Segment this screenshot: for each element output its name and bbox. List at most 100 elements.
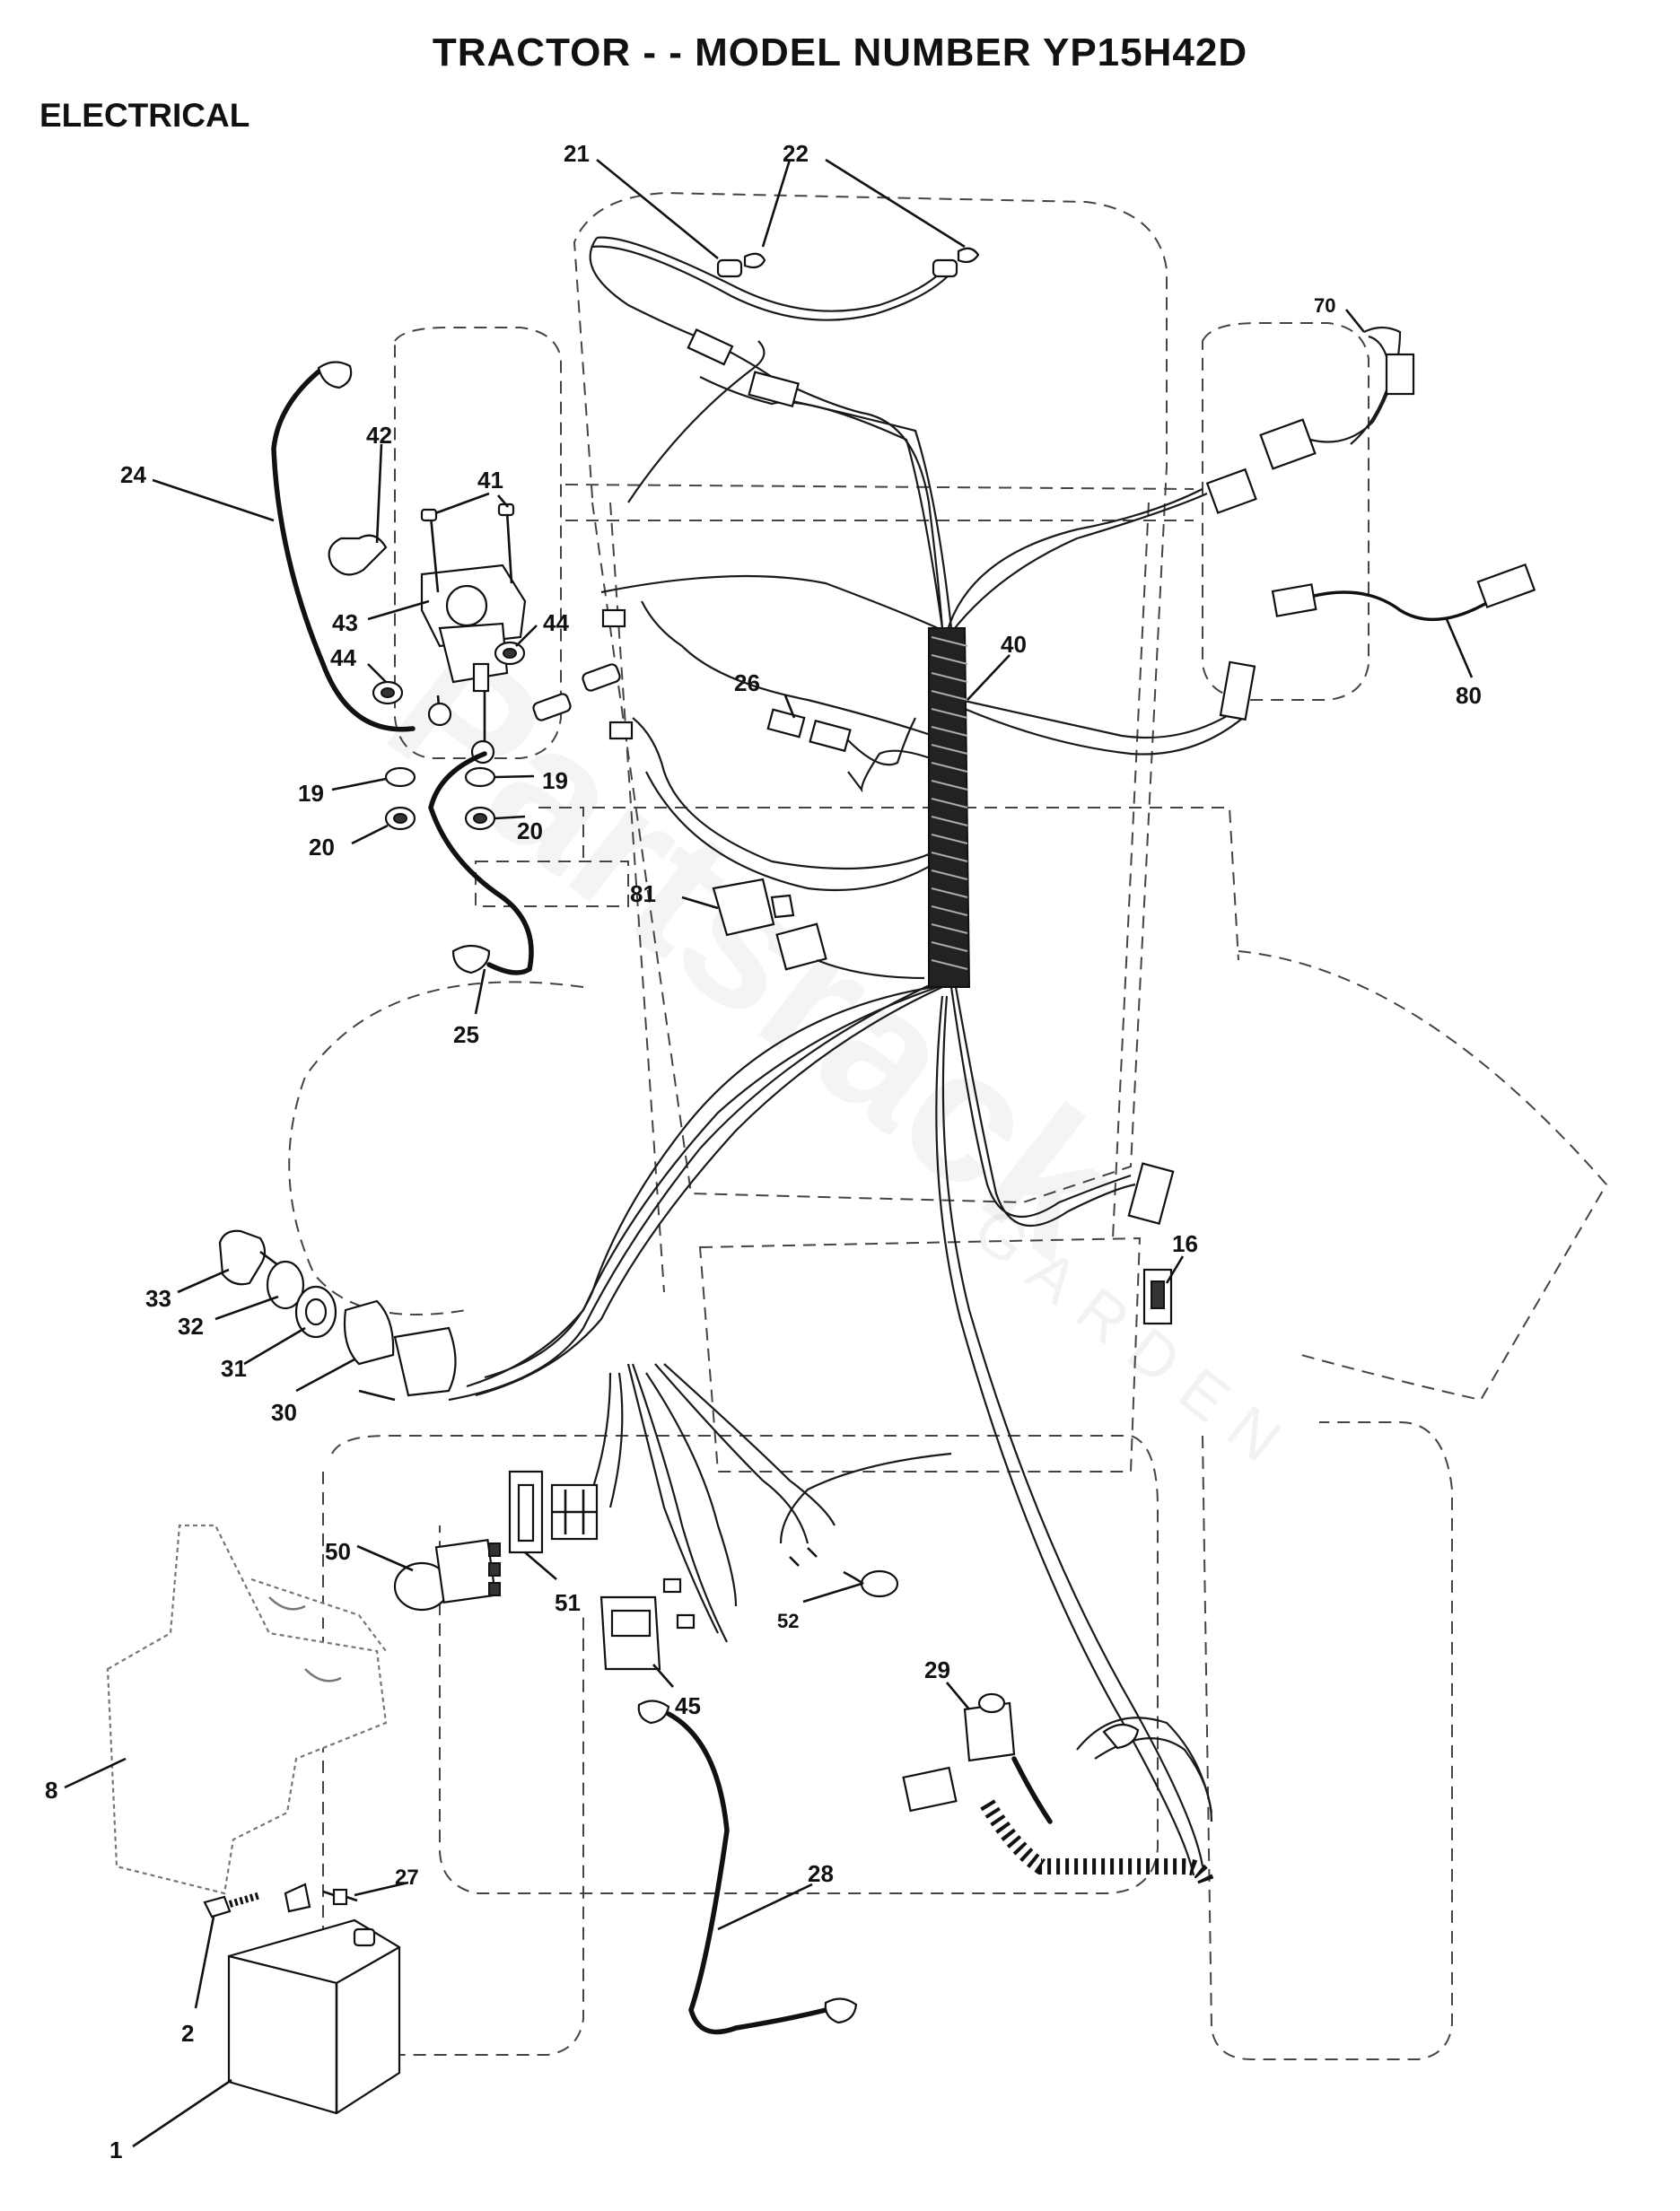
leader-45 [652,1664,674,1688]
battery-assembly [203,1883,401,2115]
leader-27 [354,1881,409,1897]
callout-29: 29 [924,1656,950,1683]
cable-25 [428,751,534,975]
washer-19-left [384,766,416,788]
callout-28: 28 [808,1860,834,1887]
leader-20b [494,815,526,820]
connector-80b [1476,563,1536,609]
callout-42: 42 [366,422,392,449]
callout-70: 70 [1314,294,1335,317]
leader-42 [375,443,383,544]
leader-2 [194,1916,215,2009]
leader-16 [1165,1255,1185,1284]
callout-22: 22 [783,140,809,167]
coiled-loom [928,627,971,988]
callout-41: 41 [477,467,503,494]
hood-outline [573,191,1168,1204]
seat-deck [331,1435,1159,1894]
callout-20a: 20 [309,834,335,861]
leader-26 [783,695,796,719]
section-label: ELECTRICAL [39,97,250,134]
leader-32 [214,1295,279,1321]
leader-52 [802,1582,862,1604]
switch-50 [434,1539,497,1604]
callouts: 21 22 70 80 24 42 41 43 44 44 19 19 20 2… [45,140,1482,2163]
ground-cable-28 [637,1700,858,2035]
callout-50: 50 [325,1538,351,1565]
right-rear-wheel [1202,1421,1453,2060]
callout-32: 32 [178,1313,204,1340]
callout-52: 52 [777,1610,799,1632]
connector-70b [1259,418,1317,470]
leader-40 [967,654,1011,701]
relay-81 [712,878,925,980]
frame-mid [592,807,1239,961]
leader-30 [295,1358,355,1393]
leader-80 [1445,618,1474,678]
ignition-key-33 [218,1229,267,1286]
leader-33 [177,1268,230,1294]
battery-cables [271,361,534,975]
callout-44b: 44 [543,609,569,636]
connector-70a [1385,353,1415,396]
leader-22b [825,158,966,249]
callout-80: 80 [1456,682,1482,709]
leader-41b [497,494,509,508]
cable-24 [271,365,416,732]
tractor-outline [288,191,1608,2060]
callout-45: 45 [675,1692,701,1719]
callout-33: 33 [145,1285,171,1312]
nut-27 [332,1888,348,1906]
bulb-right [957,247,980,264]
right-front-wheel [1202,322,1369,701]
harness-connector [748,371,800,408]
connector-26 [766,708,916,766]
leader-22a [761,159,792,248]
left-front-wheel [394,327,562,759]
leader-31 [243,1326,306,1366]
callout-25: 25 [453,1021,479,1048]
washer-19-right [464,766,496,788]
engine-8 [106,1524,388,1895]
steering-box [475,861,629,907]
right-fender [1238,950,1608,1402]
steering-col [538,807,584,861]
leader-19b [494,774,535,779]
callout-43: 43 [332,609,358,636]
connector-16 [1127,1162,1175,1325]
leader-41a [434,492,490,515]
wiring-harness [448,340,1244,1876]
callout-24: 24 [120,461,146,488]
light-connector [687,328,734,366]
connector-80a [1271,583,1317,617]
callout-30: 30 [271,1399,297,1426]
callout-1: 1 [109,2137,122,2163]
light-harness [589,236,980,629]
callout-21: 21 [564,140,590,167]
callout-2: 2 [181,2020,194,2047]
connector-70c [1205,468,1257,514]
plug-connectors [532,608,634,740]
leader-21 [596,158,719,260]
callout-8: 8 [45,1777,57,1804]
solenoid-assembly [328,502,527,831]
relay-socket [775,922,827,971]
center-frame [698,1237,1142,1473]
callout-81: 81 [630,880,656,907]
leader-20a [351,824,389,845]
harness-70 [1205,326,1415,514]
callout-19b: 19 [542,767,568,794]
boot-42 [328,534,388,576]
leader-lines [64,158,1474,2148]
callout-27: 27 [395,1866,419,1890]
leader-70 [1344,309,1366,333]
leader-1 [132,2078,232,2148]
switches [393,1470,599,1612]
callout-26: 26 [734,669,760,696]
leader-44b [515,625,538,647]
callout-40: 40 [1001,631,1027,658]
harness-80 [1271,563,1536,622]
callout-20b: 20 [517,817,543,844]
leader-19a [331,777,387,791]
